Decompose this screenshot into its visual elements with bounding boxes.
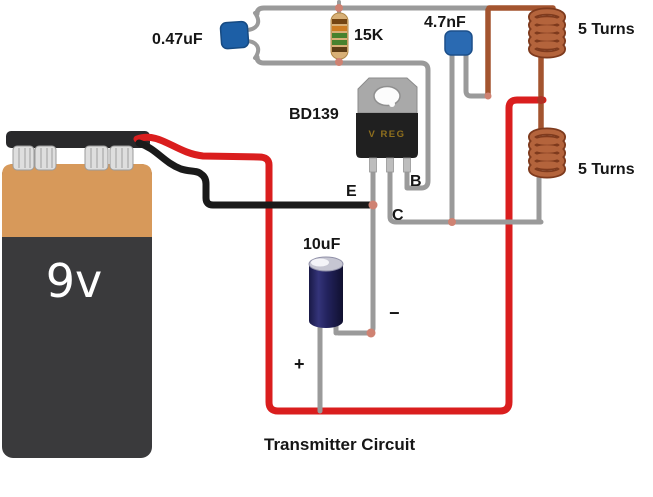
polarity-plus: + <box>294 354 305 374</box>
coil-top <box>528 7 566 59</box>
transistor-legs <box>369 157 411 173</box>
coil-bottom <box>528 127 566 179</box>
label-coil-bottom: 5 Turns <box>578 161 635 178</box>
label-47nf: 4.7nF <box>424 14 466 31</box>
capacitor-10uf-highlight <box>311 258 329 267</box>
solder-joints <box>335 4 545 338</box>
polarity-minus: − <box>389 303 400 323</box>
capacitor-047uf <box>219 20 250 50</box>
wire-red-positive <box>133 96 547 415</box>
battery-cap <box>6 131 150 148</box>
battery-body <box>2 164 152 458</box>
label-10uf: 10uF <box>303 236 341 253</box>
label-coil-top: 5 Turns <box>578 21 635 38</box>
resistor-15k <box>330 12 349 60</box>
battery-label: 9v <box>46 254 103 308</box>
wire-collector-run <box>387 167 544 225</box>
copper-wires <box>485 5 566 179</box>
battery-9v: 9v <box>2 131 152 458</box>
label-bd139: BD139 <box>289 106 339 123</box>
battery-terminals <box>12 145 134 171</box>
pin-label-base: B <box>410 173 422 190</box>
pin-label-emitter: E <box>346 183 357 200</box>
capacitor-10uf <box>308 256 344 328</box>
battery-orange-band <box>2 164 152 237</box>
wire-bottom-rail-to-base <box>254 54 431 191</box>
page-title: Transmitter Circuit <box>264 435 415 454</box>
wire-black-negative <box>135 139 375 209</box>
transistor-body <box>356 113 418 158</box>
pin-label-collector: C <box>392 207 404 224</box>
transistor-mount-hole <box>373 85 401 107</box>
capacitor-47nf <box>444 30 473 56</box>
label-15k: 15K <box>354 27 384 44</box>
wire-c2-right-leg <box>463 50 489 99</box>
capacitor-10uf-body <box>309 264 343 328</box>
label-047uf: 0.47uF <box>152 31 203 48</box>
transistor-hole-notch <box>389 101 395 107</box>
transistor-bd139: V REG <box>356 77 418 173</box>
transistor-marking: V REG <box>368 129 405 140</box>
